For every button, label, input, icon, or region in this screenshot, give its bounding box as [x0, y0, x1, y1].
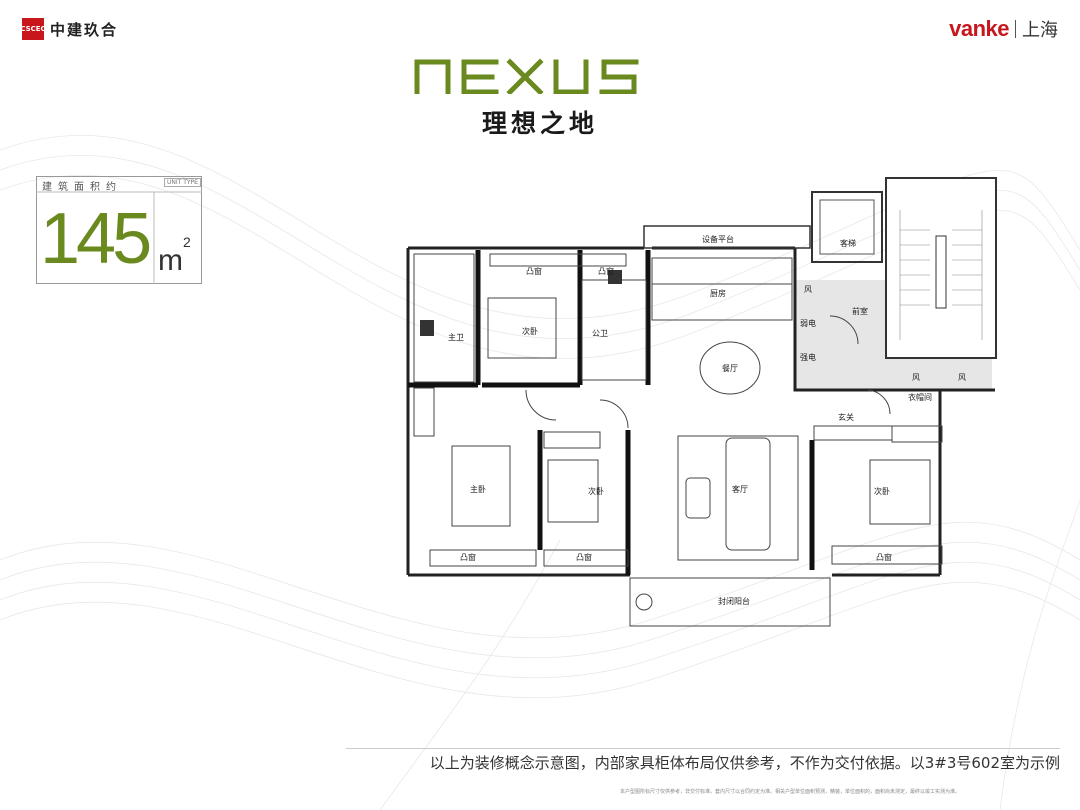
label-equipment-platform: 设备平台 — [702, 234, 734, 244]
unit-type-tag: UNIT TYPE — [164, 178, 201, 187]
nexus-logotype — [414, 58, 639, 94]
developer-logo: CSCEC 中建玖合 — [20, 18, 119, 40]
label-wardrobe: 衣帽间 — [908, 392, 932, 402]
brand-name: vanke — [949, 16, 1009, 41]
area-unit: m2 — [158, 234, 191, 277]
label-living: 客厅 — [732, 484, 748, 494]
developer-name: 中建玖合 — [50, 20, 119, 39]
label-public-bath: 公卫 — [592, 329, 608, 338]
city-name: 上海 — [1022, 20, 1058, 41]
logo-separator — [1015, 20, 1016, 38]
label-dining: 餐厅 — [722, 364, 738, 373]
label-entrance: 玄关 — [838, 412, 854, 422]
disclaimer-note: 以上为装修概念示意图，内部家具柜体布局仅供参考，不作为交付依据。以3#3号602… — [429, 754, 1060, 772]
label-lobby: 前室 — [852, 306, 868, 316]
vanke-logo: vanke 上海 — [949, 16, 1058, 42]
label-bay-window-4: 凸窗 — [576, 552, 592, 562]
label-weak-elec: 弱电 — [800, 318, 816, 328]
label-second-bed-3: 次卧 — [874, 486, 890, 496]
label-bay-window-2: 凸窗 — [598, 266, 614, 276]
label-master-bath: 主卫 — [448, 332, 464, 342]
label-elevator: 客梯 — [840, 238, 856, 248]
footer-divider — [346, 748, 1060, 749]
label-wind-1: 风 — [804, 285, 812, 294]
label-bay-window-5: 凸窗 — [876, 552, 892, 562]
label-balcony: 封闭阳台 — [718, 596, 750, 606]
developer-mark-icon: CSCEC — [20, 18, 46, 40]
floor-plan: 设备平台 凸窗 凸窗 主卫 次卧 公卫 厨房 餐厅 客梯 前室 风 风 风 弱电… — [406, 177, 997, 627]
project-subtitle: 理想之地 — [481, 109, 598, 138]
label-wind-2: 风 — [912, 373, 920, 382]
area-label: 建筑面积约 — [42, 182, 122, 193]
area-box: 建筑面积约 UNIT TYPE 145 m2 — [36, 176, 202, 284]
label-master-bed: 主卧 — [470, 484, 486, 494]
label-bay-window-3: 凸窗 — [460, 552, 476, 562]
label-second-bed-2: 次卧 — [588, 486, 604, 496]
label-wind-3: 风 — [958, 373, 966, 382]
fine-print: 本户型图所标尺寸仅供参考，非交付标准。套内尺寸以合同约定为准。相关户型单位面积预… — [620, 789, 961, 795]
label-second-bed-1: 次卧 — [522, 326, 538, 336]
area-value: 145 — [40, 199, 152, 279]
label-kitchen: 厨房 — [710, 288, 726, 298]
label-strong-elec: 强电 — [800, 352, 816, 362]
label-bay-window-1: 凸窗 — [526, 266, 542, 276]
area-box-frame — [36, 176, 202, 284]
area-unit-text: m — [158, 244, 183, 277]
